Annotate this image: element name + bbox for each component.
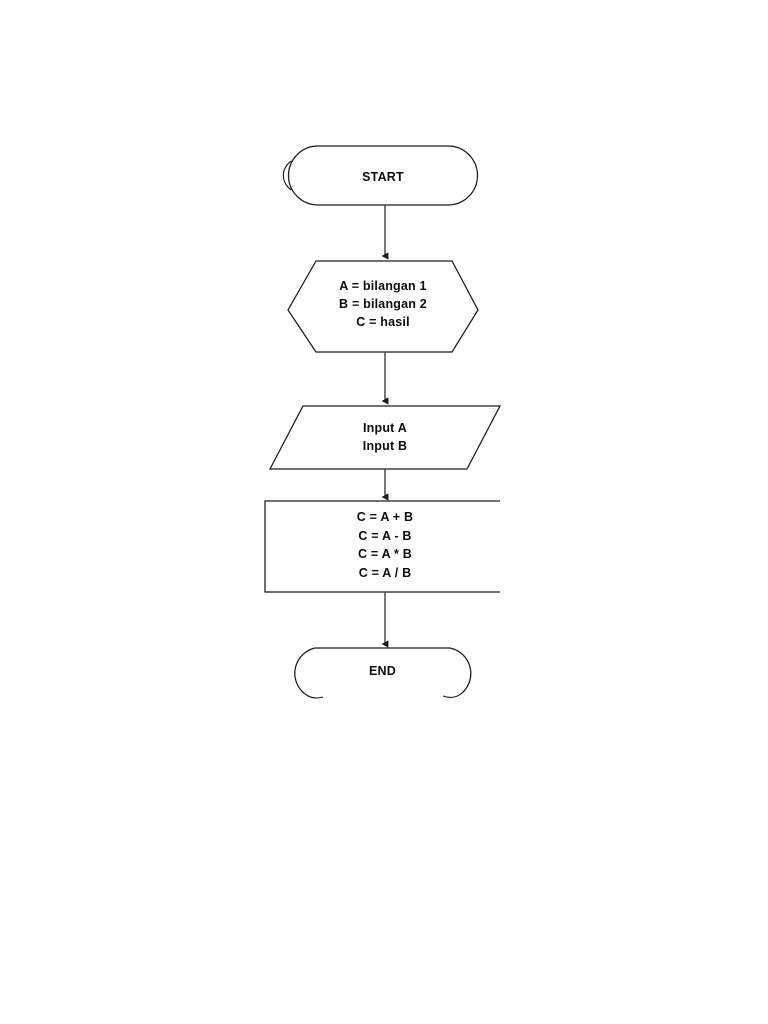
end-terminator-left-arc xyxy=(294,647,316,695)
declaration-hexagon-shape xyxy=(287,260,479,353)
end-terminator-bottom-left-tail xyxy=(304,693,324,699)
process-rectangle-shape xyxy=(264,500,500,593)
start-left-accent-arc xyxy=(282,160,292,191)
end-terminator-bottom-right-tail xyxy=(442,692,463,699)
node-input[interactable] xyxy=(268,405,502,470)
input-parallelogram-shape xyxy=(268,405,502,470)
node-end[interactable] xyxy=(294,647,472,699)
node-process[interactable] xyxy=(264,500,500,593)
end-terminator-upper-shape xyxy=(315,647,472,694)
node-declaration[interactable] xyxy=(287,260,479,353)
start-terminator-shape xyxy=(287,145,479,206)
node-start[interactable] xyxy=(282,145,479,206)
